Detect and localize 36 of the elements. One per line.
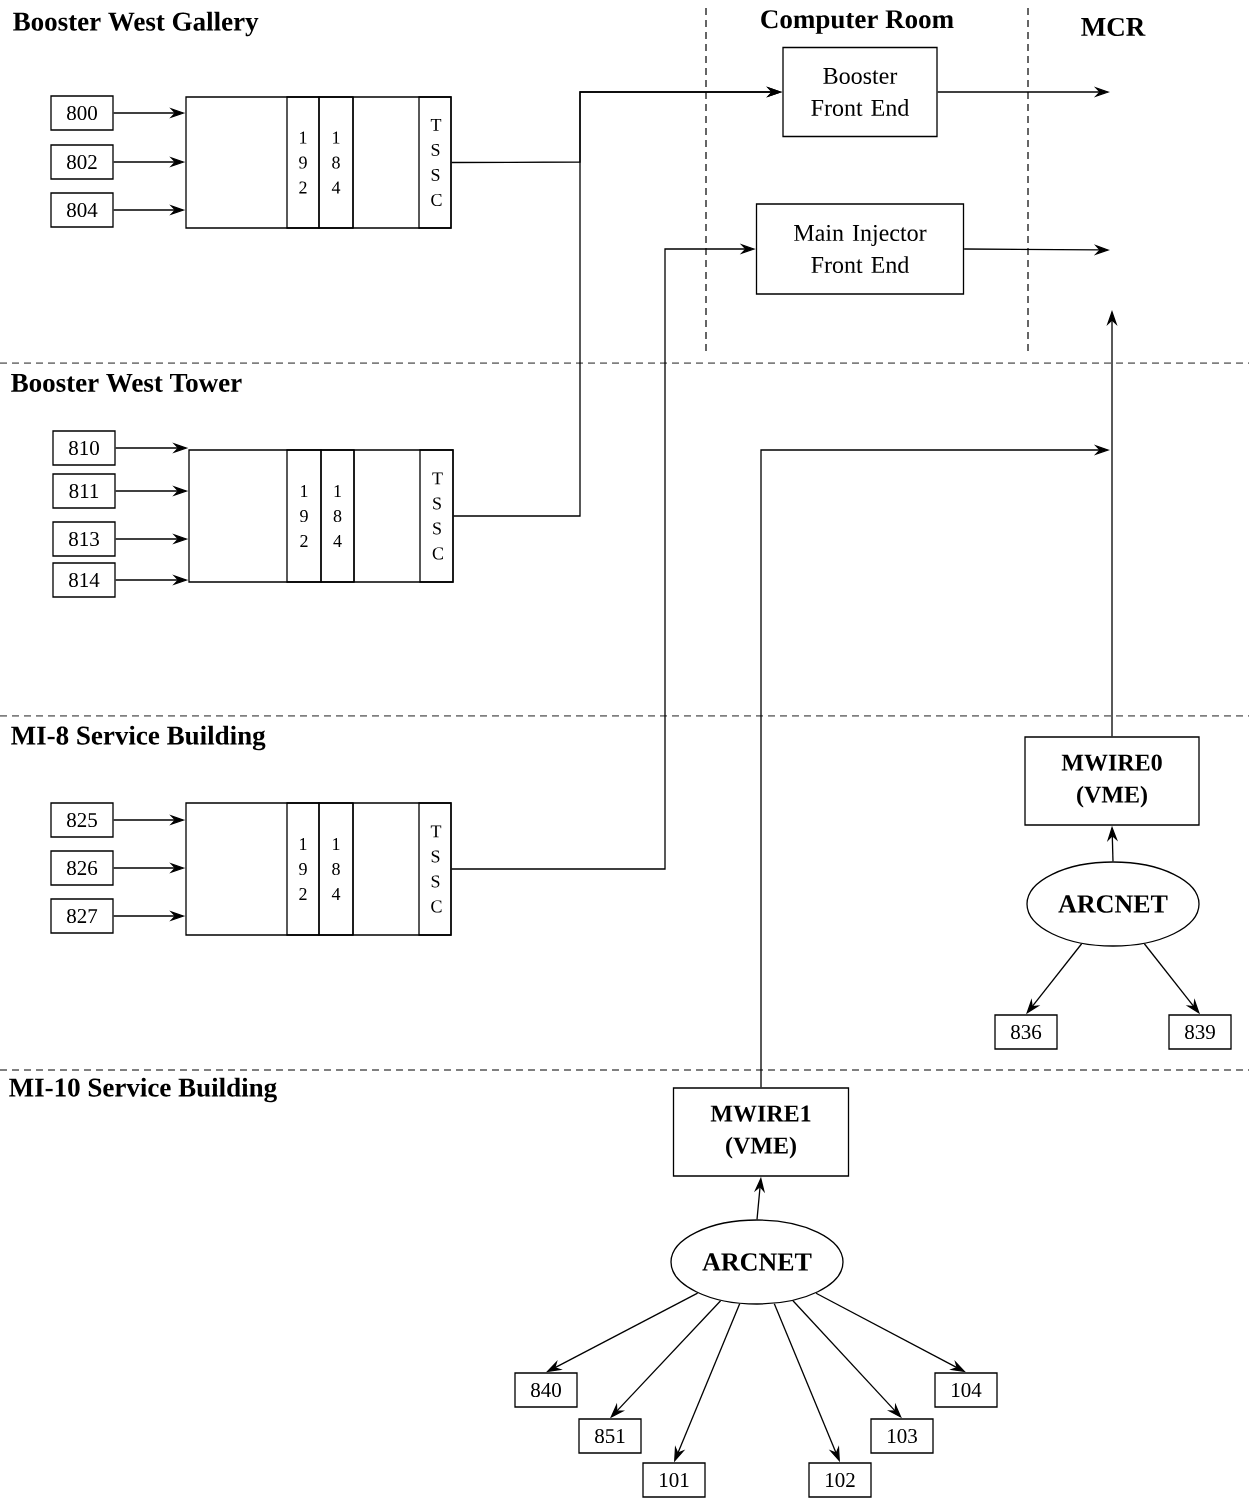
port-box: 800 — [50, 95, 114, 131]
port-box: 811 — [52, 473, 116, 509]
port-box: 814 — [52, 562, 116, 598]
section-heading: Booster West Tower — [11, 373, 242, 393]
port-box: 804 — [50, 192, 114, 228]
section-heading: MI-10 Service Building — [9, 1077, 277, 1103]
module-slot: 1 9 2 — [286, 96, 320, 229]
port-box: 851 — [578, 1418, 642, 1454]
module-slot: 1 9 2 — [286, 449, 322, 583]
port-box: 825 — [50, 802, 114, 838]
module-slot: 1 9 2 — [286, 802, 320, 936]
port-box: 840 — [514, 1372, 578, 1408]
process-box: MWIRE0 (VME) — [1024, 736, 1200, 826]
port-box: 836 — [994, 1014, 1058, 1050]
section-heading: MCR — [1081, 17, 1146, 37]
port-box: 839 — [1168, 1014, 1232, 1050]
port-box: 810 — [52, 430, 116, 466]
module-slot: 1 8 4 — [320, 449, 355, 583]
port-box: 101 — [642, 1462, 706, 1498]
process-box: Booster Front End — [782, 46, 938, 138]
process-box: Main Injector Front End — [755, 203, 965, 295]
module-slot: 1 8 4 — [318, 802, 354, 936]
process-box: MWIRE1 (VME) — [672, 1087, 850, 1177]
port-box: 102 — [808, 1462, 872, 1498]
module-slot: 1 8 4 — [318, 96, 354, 229]
port-box: 813 — [52, 521, 116, 557]
port-box: 103 — [870, 1418, 934, 1454]
port-box: 802 — [50, 144, 114, 180]
section-heading: MI-8 Service Building — [11, 725, 266, 751]
section-heading: Booster West Gallery — [13, 11, 259, 37]
port-box: 826 — [50, 850, 114, 886]
module-slot: T S S C — [418, 96, 452, 229]
module-slot: T S S C — [419, 449, 454, 583]
port-box: 827 — [50, 898, 114, 934]
port-box: 104 — [934, 1372, 998, 1408]
module-slot: T S S C — [418, 802, 452, 936]
